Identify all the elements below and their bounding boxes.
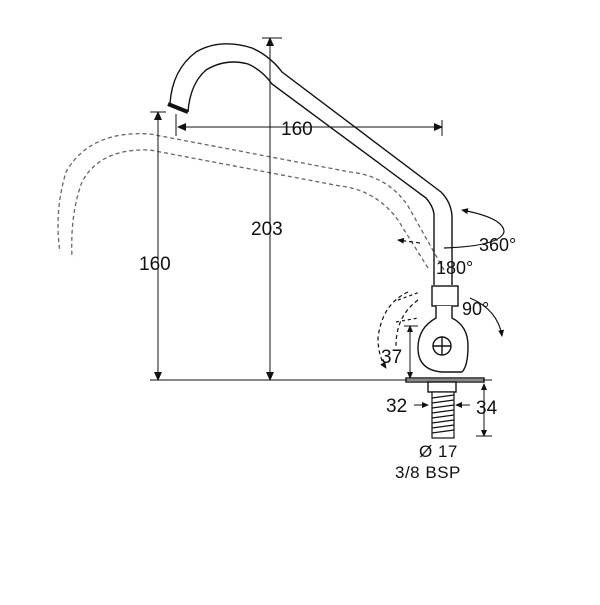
dimension-lines <box>150 37 492 437</box>
swivel-angle-label: 360° <box>479 235 516 255</box>
swiveled-spout-outline <box>57 133 445 271</box>
nut-width-label: 32 <box>386 396 407 417</box>
hole-diameter-label: Ø 17 <box>419 442 458 461</box>
total-height-label: 203 <box>251 219 283 240</box>
turn-angle-label: 90° <box>462 299 489 319</box>
spout-outline <box>167 43 453 285</box>
spout-height-label: 160 <box>139 254 171 275</box>
reverse-angle-label: 180° <box>436 258 473 278</box>
body-height-label: 37 <box>381 347 402 368</box>
thread-length-label: 34 <box>476 398 498 419</box>
rotation-arrows <box>377 208 505 369</box>
threaded-shank <box>431 391 455 439</box>
spout-reach-label: 160 <box>281 119 313 140</box>
connection-size-label: 3/8 BSP <box>395 463 461 482</box>
